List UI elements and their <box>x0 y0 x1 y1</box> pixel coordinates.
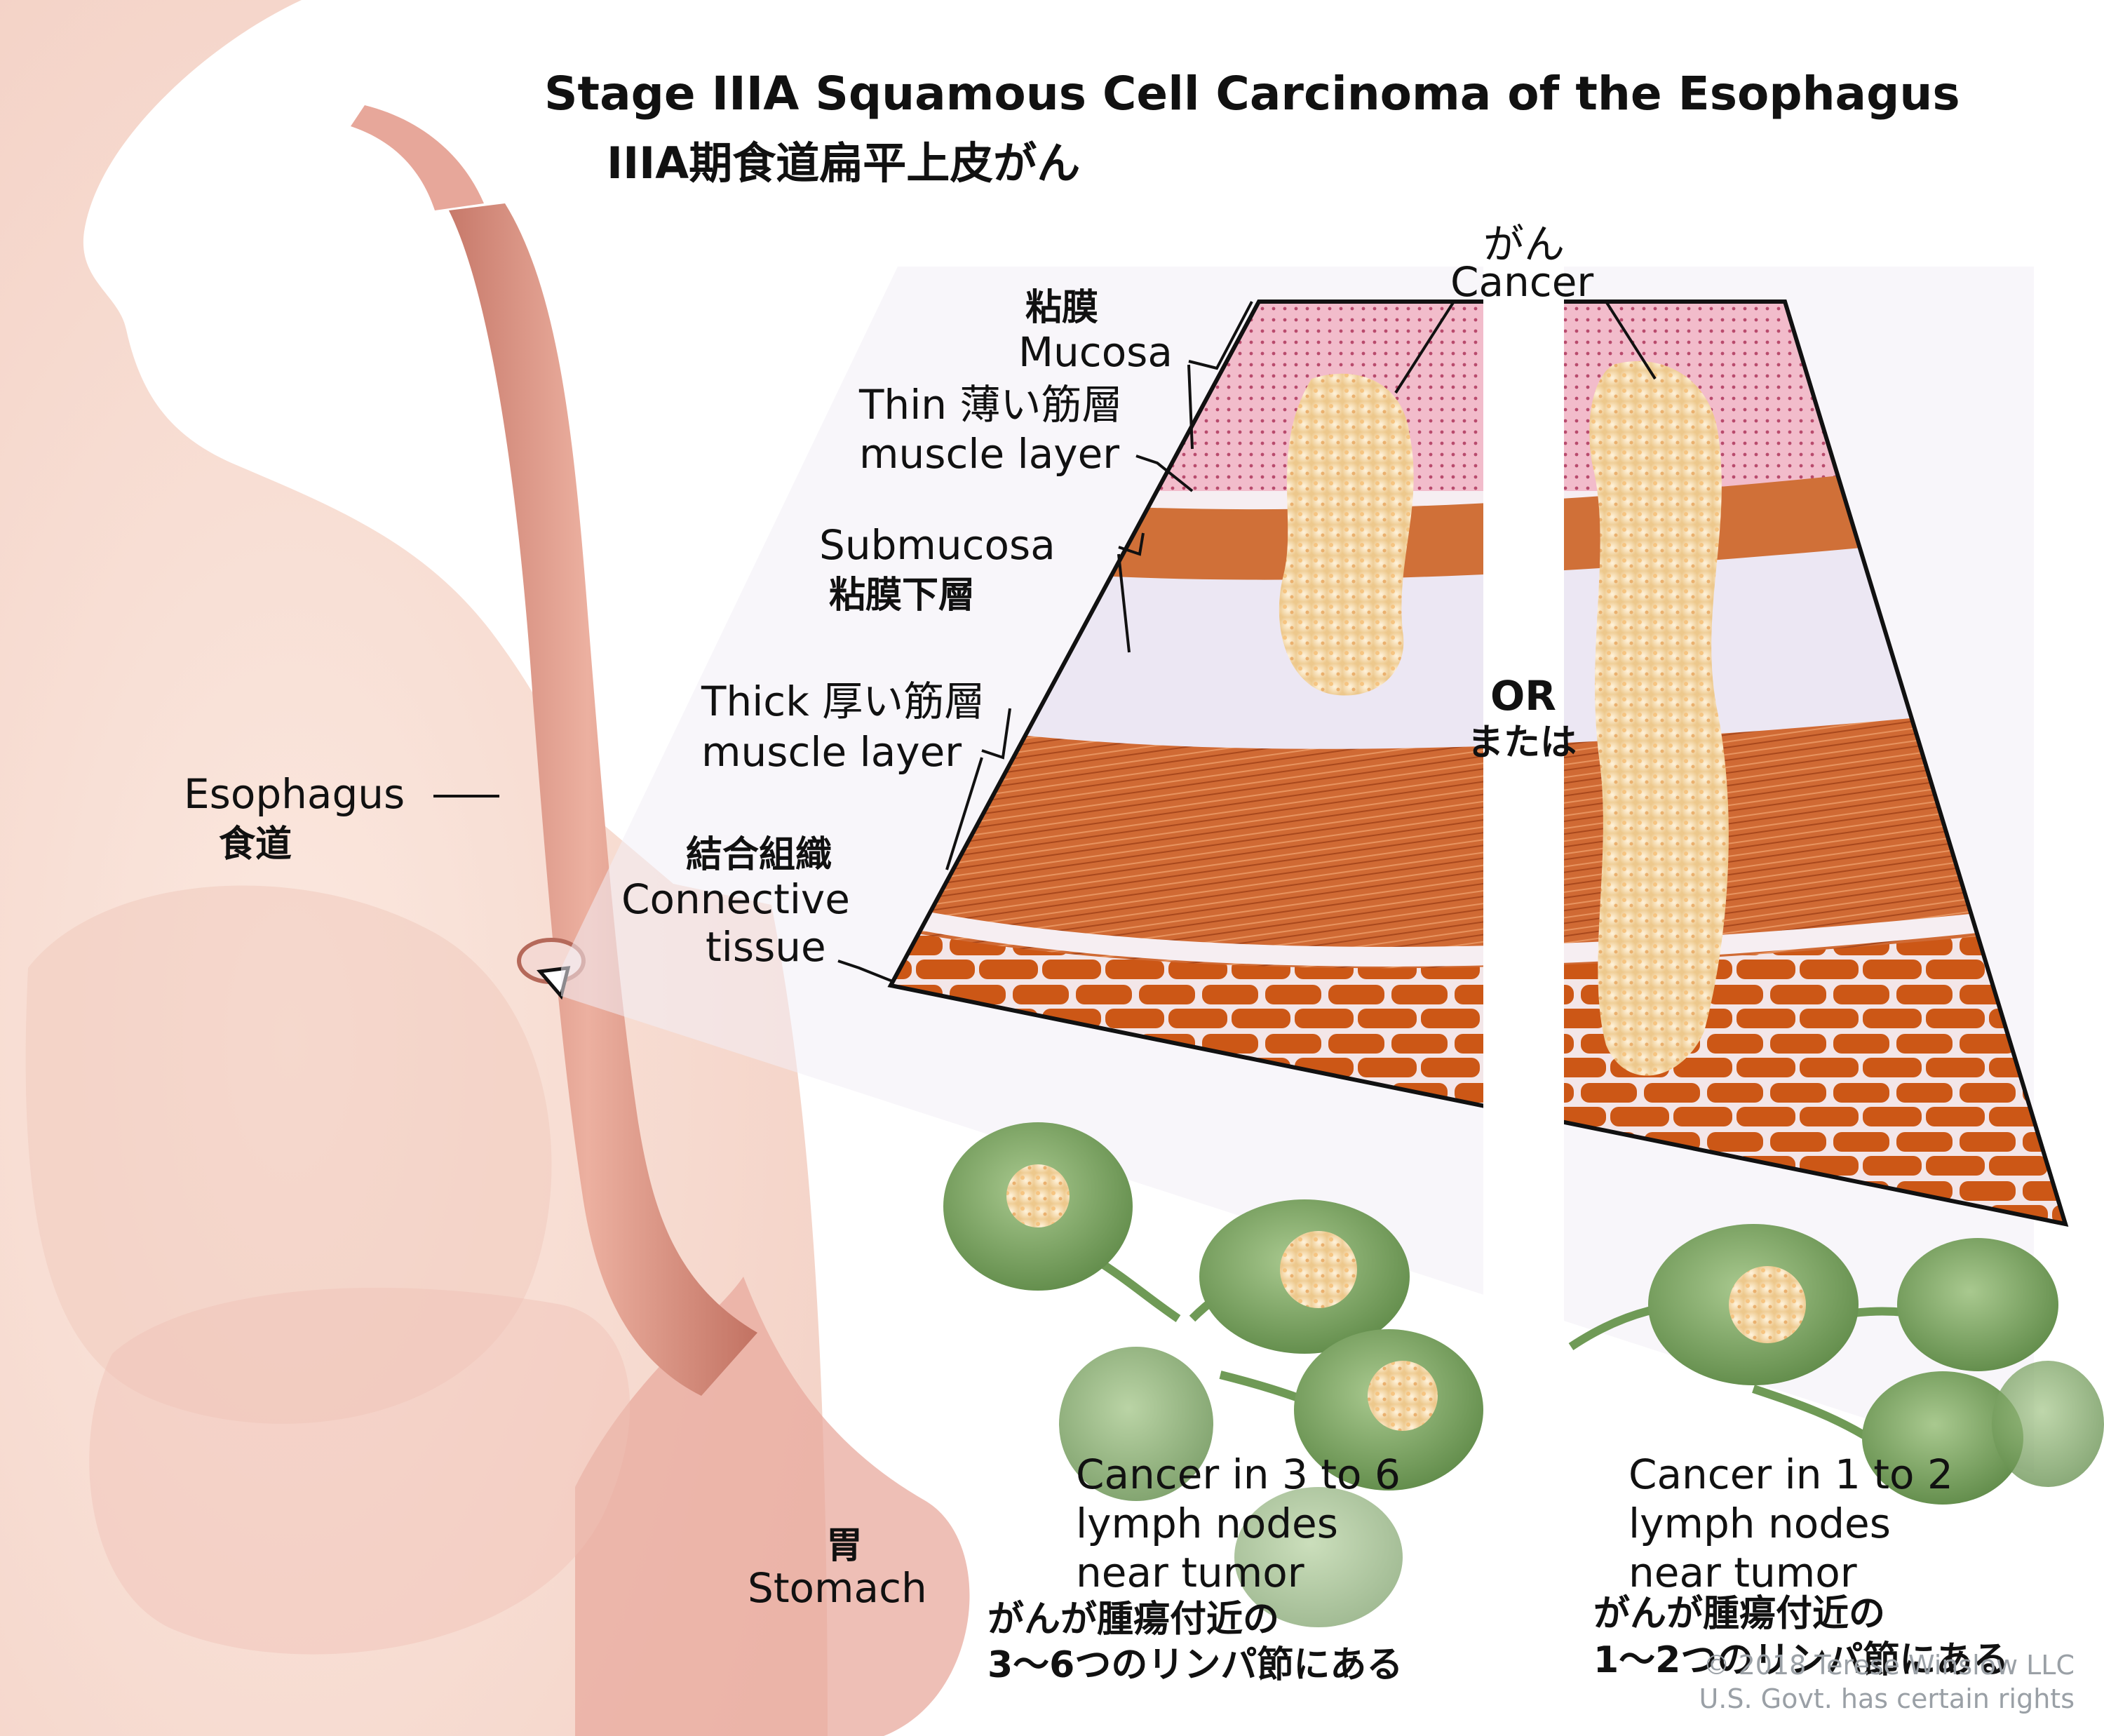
submucosa-label: Submucosa <box>819 521 1056 569</box>
cancer-label-ja: がん <box>1483 220 1565 268</box>
cancer-label: Cancer <box>1450 258 1594 306</box>
or-label-ja: または <box>1467 722 1577 764</box>
lymph-node <box>1897 1238 2058 1371</box>
thick-muscle-label-1: Thick 厚い筋層 <box>701 678 985 725</box>
thin-muscle-layer <box>891 449 2065 587</box>
throat-airway <box>351 105 484 210</box>
lymph-nodes-left <box>943 1122 1483 1627</box>
caption-line: Cancer in 1 to 2 <box>1628 1451 1953 1498</box>
or-label: OR <box>1490 672 1556 720</box>
caption-line: がんが腫瘍付近の <box>987 1599 1280 1641</box>
esophagus-tube <box>449 203 757 1396</box>
liver-outline <box>89 1287 630 1655</box>
page-title: Stage IIIA Squamous Cell Carcinoma of th… <box>544 67 1960 121</box>
stomach-label-ja: 胃 <box>826 1525 863 1567</box>
node-cancer <box>1006 1164 1070 1227</box>
connective-label-1: Connective <box>621 875 850 923</box>
node-cancer <box>1729 1266 1806 1343</box>
lymph-node <box>1992 1361 2104 1487</box>
tumor-left <box>1279 373 1414 696</box>
submucosa-label-ja: 粘膜下層 <box>829 574 976 617</box>
esophagus-label-ja: 食道 <box>219 823 292 866</box>
serosa-band <box>891 902 2065 967</box>
stomach-outline <box>575 1277 970 1736</box>
leader-lines <box>433 300 1657 983</box>
tissue-wedge-outline <box>887 300 2069 1227</box>
submucosa-layer <box>891 526 2065 756</box>
page-title-ja: IIIA期食道扁平上皮がん <box>607 137 1081 189</box>
panel-divider <box>1483 267 1564 1736</box>
caption-line: lymph nodes <box>1076 1500 1338 1547</box>
node-cancer <box>1280 1231 1357 1308</box>
connective-label-2: tissue <box>706 923 826 971</box>
stomach-label: Stomach <box>748 1564 927 1612</box>
lymph-node <box>1059 1347 1213 1501</box>
caption-line: near tumor <box>1076 1549 1304 1596</box>
mucosa-label: Mucosa <box>1018 328 1173 376</box>
connective-label-ja: 結合組織 <box>686 834 832 876</box>
thin-muscle-label-2: muscle layer <box>859 430 1120 478</box>
caption-line: near tumor <box>1628 1549 1857 1596</box>
lymph-node <box>1234 1487 1403 1627</box>
caption-line: lymph nodes <box>1628 1500 1891 1547</box>
lymph-node <box>1862 1371 2023 1505</box>
caption-line: Cancer in 3 to 6 <box>1076 1451 1401 1498</box>
node-cancer <box>1368 1361 1438 1431</box>
mucosa-label-ja: 粘膜 <box>1025 287 1099 329</box>
lymph-nodes-right <box>1568 1224 2104 1505</box>
caption-line: がんが腫瘍付近の <box>1593 1593 1886 1635</box>
breast-contour <box>25 885 552 1424</box>
caption-line: 3〜6つのリンパ節にある <box>987 1644 1403 1686</box>
copyright-line: U.S. Govt. has certain rights <box>1699 1683 2075 1714</box>
thick-muscle-label-2: muscle layer <box>701 728 962 776</box>
thin-muscle-label-1: Thin 薄い筋層 <box>859 381 1123 429</box>
copyright-line: © 2018 Terese Winslow LLC <box>1703 1650 2075 1681</box>
thick-muscle-layer <box>891 701 2065 975</box>
caption-line: 1〜2つのリンパ節にある <box>1593 1639 2009 1681</box>
esophagus-label: Esophagus <box>184 770 405 818</box>
tumor-right <box>1589 361 1729 1076</box>
